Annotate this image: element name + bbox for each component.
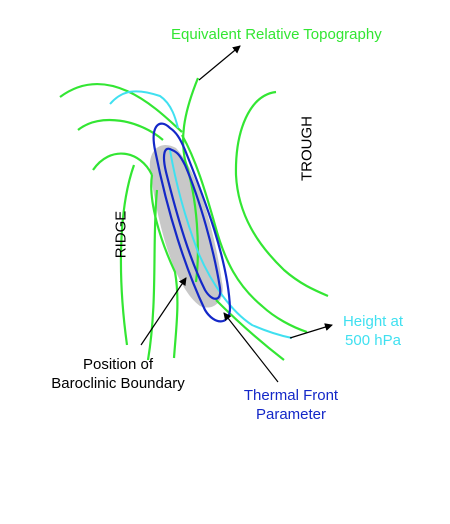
ert-line-5	[150, 174, 179, 359]
ert-line-mid	[146, 189, 159, 361]
ert-trough-outer	[181, 134, 308, 334]
ert-lower-right	[215, 299, 285, 361]
ert-label: Equivalent Relative Topography	[171, 26, 382, 43]
height-500-line2: 500 hPa	[345, 332, 401, 349]
height-500-lines	[109, 90, 293, 339]
ert-lines	[59, 77, 329, 361]
baroclinic-arrow	[140, 277, 187, 346]
tfp-label: Thermal Front Parameter	[226, 386, 356, 424]
baroclinic-boundary-label: Position of Baroclinic Boundary	[33, 355, 203, 393]
height-line-main	[169, 149, 293, 339]
height-500-line1: Height at	[342, 313, 404, 330]
ert-trough-inner	[234, 90, 329, 298]
tfp-contours	[152, 122, 232, 323]
tfp-contour-outer	[152, 122, 232, 323]
baroclinic-line1: Position of	[82, 356, 154, 373]
tfp-line2: Parameter	[255, 406, 327, 423]
ridge-label: RIDGE	[112, 210, 130, 259]
ert-line-left	[119, 164, 136, 346]
height-500-label: Height at 500 hPa	[328, 312, 418, 350]
trough-label: TROUGH	[298, 116, 316, 181]
ert-line-2	[77, 118, 164, 141]
tfp-line1: Thermal Front	[243, 387, 339, 404]
tfp-contour-inner	[162, 147, 222, 300]
height-arrow	[289, 323, 333, 339]
baroclinic-line2: Baroclinic Boundary	[51, 375, 185, 392]
tfp-arrow	[223, 312, 279, 383]
height-line-upper	[109, 90, 179, 129]
leader-arrows	[140, 45, 333, 383]
ert-line-1	[59, 83, 183, 133]
ert-line-3	[92, 152, 153, 176]
ert-arrow	[198, 45, 241, 81]
